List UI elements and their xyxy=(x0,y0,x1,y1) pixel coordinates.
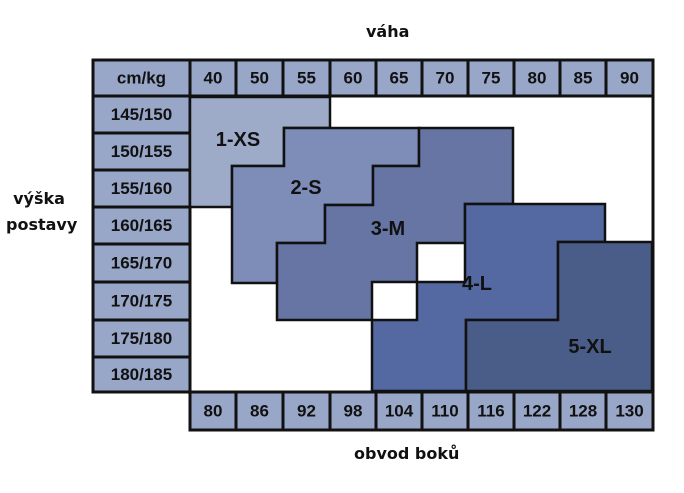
weight-header-cell xyxy=(281,58,332,98)
height-axis-title-line1: výška xyxy=(13,189,65,208)
hip-axis-title: obvod boků xyxy=(354,444,460,463)
height-row-label: 170/175 xyxy=(111,292,172,311)
hip-footer-cell xyxy=(234,390,285,432)
weight-header-label: 50 xyxy=(250,69,269,88)
weight-header-label: 65 xyxy=(390,69,409,88)
weight-header-label: 75 xyxy=(482,69,501,88)
weight-header-cell xyxy=(512,58,562,98)
height-row-label: 145/150 xyxy=(111,105,172,124)
height-row-cell xyxy=(91,205,192,246)
corner-label: cm/kg xyxy=(117,69,166,88)
hip-footer-label: 110 xyxy=(431,402,458,421)
size-zone-label: 1-XS xyxy=(216,129,260,151)
size-zone-label: 4-L xyxy=(462,273,492,295)
height-row-cell xyxy=(91,131,192,172)
hip-footer-label: 116 xyxy=(477,402,504,421)
height-row-cell xyxy=(91,168,192,209)
height-row-cell xyxy=(91,355,192,394)
hip-footer-label: 86 xyxy=(250,402,269,421)
height-row-cell xyxy=(91,242,192,284)
height-row-label: 150/155 xyxy=(111,142,172,161)
hip-footer-label: 128 xyxy=(569,402,597,421)
size-zone-label: 2-S xyxy=(290,177,321,199)
weight-header-cell xyxy=(374,58,424,98)
size-zone-5-xl xyxy=(464,240,654,393)
height-row-label: 165/170 xyxy=(111,254,172,273)
weight-header-label: 60 xyxy=(344,69,363,88)
weight-header-cell xyxy=(420,58,470,98)
weight-header-label: 80 xyxy=(528,69,547,88)
height-row-label: 160/165 xyxy=(111,216,172,235)
weight-header-label: 90 xyxy=(620,69,639,88)
weight-axis-title: váha xyxy=(366,22,410,41)
weight-header-label: 40 xyxy=(204,69,223,88)
height-row-label: 180/185 xyxy=(111,365,172,384)
hip-footer-label: 122 xyxy=(523,402,551,421)
weight-header-label: 85 xyxy=(574,69,593,88)
height-row-cell xyxy=(91,94,192,135)
hip-footer-cell xyxy=(604,390,655,432)
corner-cell xyxy=(91,58,192,98)
height-row-label: 155/160 xyxy=(111,179,172,198)
hip-footer-cell xyxy=(328,390,378,432)
height-row-cell xyxy=(91,280,192,322)
size-zone-label: 5-XL xyxy=(568,336,611,358)
height-axis-title-line2: postavy xyxy=(6,215,78,234)
hip-footer-label: 130 xyxy=(615,402,643,421)
hip-footer-cell xyxy=(512,390,562,432)
weight-header-cell xyxy=(604,58,655,98)
hip-footer-cell xyxy=(188,390,238,432)
hip-footer-cell xyxy=(281,390,332,432)
height-axis-title: výška postavy xyxy=(6,186,78,238)
weight-header-cell xyxy=(328,58,378,98)
height-row-label: 175/180 xyxy=(111,329,172,348)
hip-footer-label: 98 xyxy=(344,402,363,421)
hip-footer-label: 92 xyxy=(297,402,316,421)
size-zone-label: 3-M xyxy=(371,218,405,240)
weight-header-label: 70 xyxy=(436,69,455,88)
hip-footer-label: 80 xyxy=(204,402,223,421)
weight-header-label: 55 xyxy=(297,69,316,88)
hip-footer-label: 104 xyxy=(385,402,414,421)
